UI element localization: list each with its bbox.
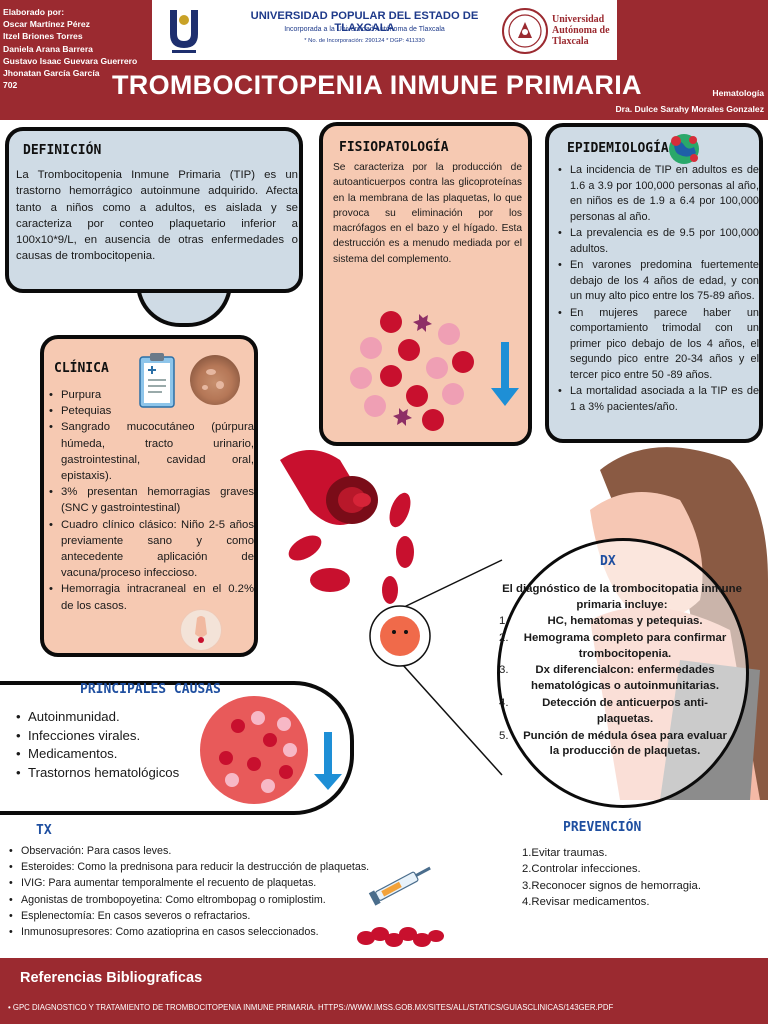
physiopathology-title: FISIOPATOLOGÍA	[339, 140, 449, 155]
epidemiology-box: EPIDEMIOLOGÍA La incidencia de TIP en ad…	[545, 123, 763, 443]
treatment-list: Observación: Para casos leves. Esteroide…	[8, 843, 414, 940]
list-item: 2. Hemograma completo para confirmar trom…	[497, 631, 733, 663]
logo-band: UNIVERSIDAD POPULAR DEL ESTADO DE TLAXCA…	[152, 0, 617, 60]
author-name: Oscar Martínez Pérez	[3, 19, 90, 30]
list-item: IVIG: Para aumentar temporalmente el rec…	[8, 875, 414, 891]
item-text: Evitar traumas.	[531, 847, 608, 859]
list-item: En mujeres parece haber un comportamient…	[557, 306, 759, 384]
item-text: Reconocer signos de hemorragia.	[531, 879, 701, 892]
author-name: Daniela Arana Barrera	[3, 43, 93, 54]
list-item: La mortalidad asociada a la TIP es de 1 …	[557, 384, 759, 415]
item-text: Revisar medicamentos.	[531, 896, 650, 909]
list-item: Petequias	[48, 403, 254, 419]
group-number: 702	[3, 80, 18, 91]
item-text: Controlar infecciones.	[531, 863, 641, 876]
list-item: En varones predomina fuertemente debajo …	[557, 258, 759, 305]
references-title: Referencias Bibliograficas	[20, 970, 203, 986]
list-item: Cuadro clínico clásico: Niño 2-5 años pr…	[48, 517, 254, 582]
list-item: Infecciones virales.	[16, 727, 179, 746]
causes-title: PRINCIPALES CAUSAS	[80, 682, 221, 697]
list-item: Purpura	[48, 387, 254, 403]
list-item: 3. Dx diferencialcon: enfermedades hemato…	[497, 663, 733, 695]
authors-label: Elaborado por:	[3, 7, 65, 17]
university-name: UNIVERSIDAD POPULAR DEL ESTADO DE TLAXCA…	[250, 10, 479, 34]
item-number: 2.	[499, 631, 509, 644]
university-registration: * No. de Incorporación: 290124 * DGP: 41…	[304, 38, 425, 44]
epidemiology-title: EPIDEMIOLOGÍA	[567, 141, 669, 156]
list-item: Inmunosupresores: Como azatioprina en ca…	[8, 924, 414, 940]
list-item: Autoinmunidad.	[16, 708, 179, 727]
author-name: Gustavo Isaac Guevara Guerrero	[3, 55, 138, 66]
author-name: Itzel Briones Torres	[3, 31, 83, 42]
clinical-box: CLÍNICA Purpura Petequias Sangrado mucoc…	[40, 335, 258, 657]
prevention-list: 1.Evitar traumas. 2.Controlar infeccione…	[522, 845, 701, 911]
list-item: Trastornos hematológicos	[16, 764, 179, 783]
item-number: 4.	[499, 696, 509, 709]
list-item: Medicamentos.	[16, 745, 179, 764]
definition-box: DEFINICIÓN La Trombocitopenia Inmune Pri…	[5, 127, 303, 293]
diagnosis-list: 1. HC, hematomas y petequias. 2. Hemograma…	[497, 614, 733, 761]
item-text: Detección de anticuerpos anti-plaquetas.	[542, 696, 708, 725]
list-item: 5. Punción de médula ósea para evaluar la…	[497, 729, 733, 761]
treatment-title: TX	[36, 823, 52, 838]
physiopathology-text: Se caracteriza por la producción de auto…	[333, 162, 522, 265]
list-item: 1. HC, hematomas y petequias.	[497, 614, 733, 630]
list-item: 2.Controlar infecciones.	[522, 863, 641, 876]
blood-cells-strip-icon	[357, 927, 444, 947]
list-item: 3% presentan hemorragias graves (SNC y g…	[48, 484, 254, 516]
list-item: Esteroides: Como la prednisona para redu…	[8, 859, 414, 875]
list-item: 3.Reconocer signos de hemorragia.	[522, 879, 701, 892]
clinical-title: CLÍNICA	[54, 361, 109, 376]
platelet-magnifier-illustration	[369, 559, 503, 776]
footer-banner	[0, 958, 768, 1024]
reference-item: • GPC DIAGNOSTICO Y TRATAMIENTO DE TROMB…	[8, 1003, 614, 1012]
syringe-icon	[368, 866, 431, 906]
physiopathology-box: FISIOPATOLOGÍA Se caracteriza por la pro…	[319, 122, 532, 446]
epidemiology-list: La incidencia de TIP en adultos es de 1.…	[557, 163, 759, 416]
item-text: Hemograma completo para confirmar trombo…	[523, 631, 727, 660]
authors-block: Elaborado por: Oscar Martínez Pérez Itze…	[3, 6, 153, 91]
diagnosis-circle	[497, 538, 749, 808]
item-number: 1.	[499, 615, 509, 627]
list-item: Sangrado mucocutáneo (púrpura húmeda, tr…	[48, 419, 254, 484]
prevention-title: PREVENCIÓN	[563, 820, 642, 835]
globe-icon	[669, 134, 699, 164]
uat-name: Universidad Autónoma de Tlaxcala	[552, 14, 610, 47]
diagnosis-intro: El diagnóstico de la trombocitopatia inm…	[502, 583, 742, 611]
uat-seal-icon	[502, 8, 548, 54]
author-name: Jhonatan García García	[3, 68, 100, 79]
item-text: Dx diferencialcon: enfermedades hematoló…	[531, 664, 719, 693]
definition-title: DEFINICIÓN	[23, 143, 102, 158]
nosebleed-icon	[180, 609, 222, 651]
doctor-name: Dra. Dulce Sarahy Morales Gonzalez	[615, 104, 764, 114]
blood-cells-icon	[350, 311, 519, 431]
list-item: Observación: Para casos leves.	[8, 843, 414, 859]
list-item: 4. Detección de anticuerpos anti-plaqueta…	[497, 696, 733, 728]
clinical-list: Purpura Petequias Sangrado mucocutáneo (…	[48, 387, 254, 614]
list-item: La prevalencia es de 9.5 por 100,000 adu…	[557, 226, 759, 257]
page-title: TROMBOCITOPENIA INMUNE PRIMARIA	[112, 70, 642, 100]
list-item: Agonistas de trombopoyetina: Como eltrom…	[8, 892, 414, 908]
item-text: Punción de médula ósea para evaluar la p…	[523, 729, 727, 758]
item-text: HC, hematomas y petequias.	[547, 615, 703, 627]
definition-text: La Trombocitopenia Inmune Primaria (TIP)…	[16, 169, 298, 263]
university-subtitle: Incorporada a la Universidad Autónoma de…	[284, 26, 445, 33]
item-number: 5.	[499, 729, 509, 742]
list-item: 1.Evitar traumas.	[522, 847, 608, 859]
causes-list: Autoinmunidad. Infecciones virales. Medi…	[16, 708, 179, 782]
list-item: 4.Revisar medicamentos.	[522, 896, 650, 909]
list-item: Hemorragia intracraneal en el 0.2% de lo…	[48, 581, 254, 613]
list-item: Esplenectomía: En casos severos o refrac…	[8, 908, 414, 924]
list-item: La incidencia de TIP en adultos es de 1.…	[557, 163, 759, 225]
blood-sample-icon	[200, 696, 342, 804]
reference-text: GPC DIAGNOSTICO Y TRATAMIENTO DE TROMBOC…	[12, 1003, 614, 1012]
specialty-label: Hematología	[712, 88, 764, 98]
upet-logo-icon	[164, 4, 204, 56]
diagnosis-title: DX	[600, 554, 616, 569]
item-number: 3.	[499, 664, 509, 677]
